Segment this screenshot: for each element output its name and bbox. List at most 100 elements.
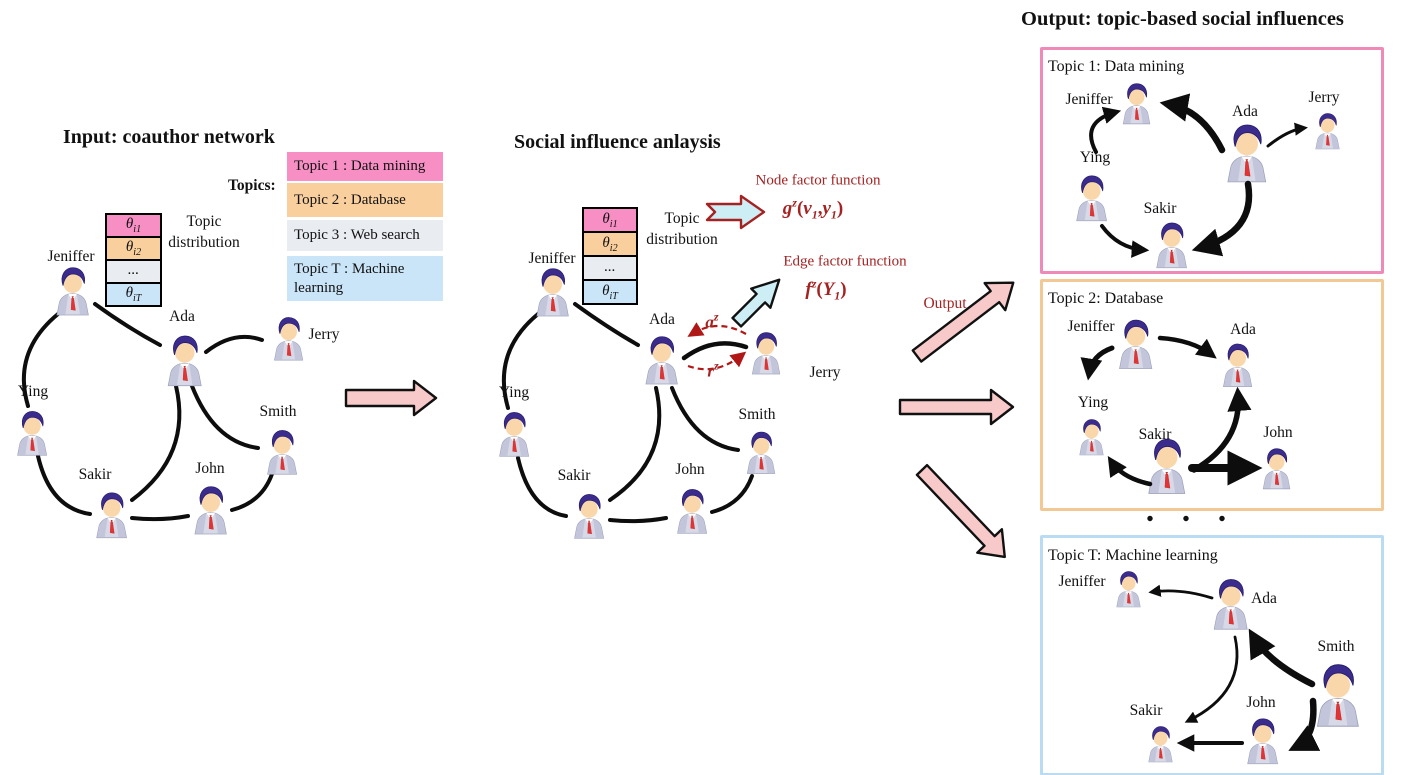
avatar-ying <box>499 412 529 457</box>
node-label-john: John <box>1246 694 1276 711</box>
node-label-john: John <box>675 461 705 478</box>
avatar-jeniffer <box>536 268 569 317</box>
node-label-sakir: Sakir <box>1143 200 1177 217</box>
input-to-analysis-arrow <box>344 379 438 417</box>
node-label-smith: Smith <box>1317 638 1355 655</box>
avatar-john <box>194 486 227 535</box>
output-flow-label: Output <box>923 295 967 312</box>
node-label-jeniffer: Jeniffer <box>1058 573 1106 590</box>
avatar-smith <box>267 430 297 475</box>
input-coauthor-edges <box>21 302 274 522</box>
node-label-ada: Ada <box>169 308 195 325</box>
avatar-sakir <box>96 492 127 539</box>
node-factor-formula: gz(v1,y1) <box>782 195 844 222</box>
node-label-sakir: Sakir <box>78 466 112 483</box>
avatar-ying <box>1079 419 1104 456</box>
node-label-ada: Ada <box>649 311 675 328</box>
node-label-ying: Ying <box>498 384 530 401</box>
avatar-smith <box>747 431 776 474</box>
avatar-ying <box>17 411 47 456</box>
node-label-ada: Ada <box>1230 321 1256 338</box>
dashed-arrow-a-to-ada <box>687 322 747 337</box>
node-label-john: John <box>1263 424 1293 441</box>
theta-row-3: ... <box>107 261 160 284</box>
avatar-smith <box>1316 664 1359 727</box>
avatar-ying <box>1076 175 1107 222</box>
legend-topic1: Topic 1 : Data mining <box>287 152 443 181</box>
legend-topic1-label: Topic 1 : Data mining <box>294 158 426 175</box>
analysis-title: Social influence anlaysis <box>514 131 721 153</box>
analysis-coauthor-edges <box>501 302 754 524</box>
avatar-jerry <box>1315 113 1340 150</box>
avatar-john <box>1247 718 1278 765</box>
edge-sakir-john <box>608 516 668 524</box>
node-factor-label: Node factor function <box>755 172 881 189</box>
avatar-jeniffer <box>1119 319 1153 370</box>
edge-factor-arrow <box>731 278 781 328</box>
edge-ada-jerry <box>681 341 749 361</box>
node-label-sakir: Sakir <box>1129 702 1163 719</box>
theta-row-1: θi1 <box>107 215 160 238</box>
node-label-ying: Ying <box>17 383 49 400</box>
node-label-john: John <box>195 460 225 477</box>
node-label-ying: Ying <box>1077 394 1109 411</box>
node-label-jeniffer: Jeniffer <box>1065 91 1113 108</box>
avatar-jerry <box>274 317 304 361</box>
node-label-jeniffer: Jeniffer <box>528 250 576 267</box>
edge-john-smith <box>230 472 274 512</box>
theta-row-4: θiT <box>107 284 160 305</box>
avatar-sakir <box>1148 438 1186 494</box>
output-arrow-mid <box>898 388 1015 426</box>
avatar-ada <box>1213 579 1248 630</box>
node-label-sakir: Sakir <box>1138 426 1172 443</box>
legend-topicT-label: Topic T : Machine learning <box>294 260 405 296</box>
node-label-smith: Smith <box>259 403 297 420</box>
node-label-sakir: Sakir <box>557 467 591 484</box>
edge-ada-sakir <box>608 386 662 502</box>
edge-sakir-john <box>130 514 190 522</box>
avatar-ada <box>1223 343 1253 387</box>
theta-row-3: ... <box>584 257 636 281</box>
avatar-john <box>677 489 707 534</box>
edge-factor-formula: fz(Y1) <box>805 276 847 303</box>
node-label-ada: Ada <box>1251 590 1277 607</box>
avatar-jeniffer <box>56 267 89 316</box>
avatar-sakir <box>574 494 604 539</box>
node-label-ying: Ying <box>1079 149 1111 166</box>
topic3-box-title: Topic T: Machine learning <box>1048 547 1218 564</box>
legend-topicT: Topic T : Machine learning <box>287 256 443 301</box>
node-label-jerry: Jerry <box>809 364 841 381</box>
topic-distribution-table-analysis: θi1 θi2 ... θiT <box>582 207 638 305</box>
node-label-jerry: Jerry <box>308 326 340 343</box>
node-label-jeniffer: Jeniffer <box>47 248 95 265</box>
legend-topic2: Topic 2 : Database <box>287 183 443 217</box>
legend-topic2-label: Topic 2 : Database <box>294 191 406 208</box>
legend-topic3-label: Topic 3 : Web search <box>294 227 420 244</box>
edge-ada-smith <box>670 386 740 452</box>
edge-ying-sakir <box>36 454 92 516</box>
r-z-label: rz <box>707 358 719 381</box>
avatar-sakir <box>1148 726 1173 763</box>
topics-legend-heading: Topics: <box>228 177 276 194</box>
theta-row-4: θiT <box>584 281 636 303</box>
edge-jeniffer-ada <box>573 302 640 347</box>
edge-ada-smith <box>190 384 260 450</box>
avatar-sakir <box>1156 222 1187 269</box>
topic2-box-title: Topic 2: Database <box>1048 290 1164 307</box>
node-label-jeniffer: Jeniffer <box>1067 318 1115 335</box>
edge-john-smith <box>710 474 754 514</box>
edge-factor-label: Edge factor function <box>783 253 907 270</box>
node-label-ada: Ada <box>1232 103 1258 120</box>
avatar-ada <box>167 335 202 387</box>
alpha-z-label: az <box>705 309 719 332</box>
edge-ada-jerry <box>204 335 264 354</box>
edge-ada-sakir <box>130 384 182 502</box>
node-label-smith: Smith <box>738 406 776 423</box>
theta-row-2: θi2 <box>584 233 636 257</box>
theta-row-2: θi2 <box>107 238 160 261</box>
avatar-jerry <box>752 332 781 375</box>
legend-topic3: Topic 3 : Web search <box>287 220 443 251</box>
edge-jeniffer-ada <box>93 302 162 347</box>
